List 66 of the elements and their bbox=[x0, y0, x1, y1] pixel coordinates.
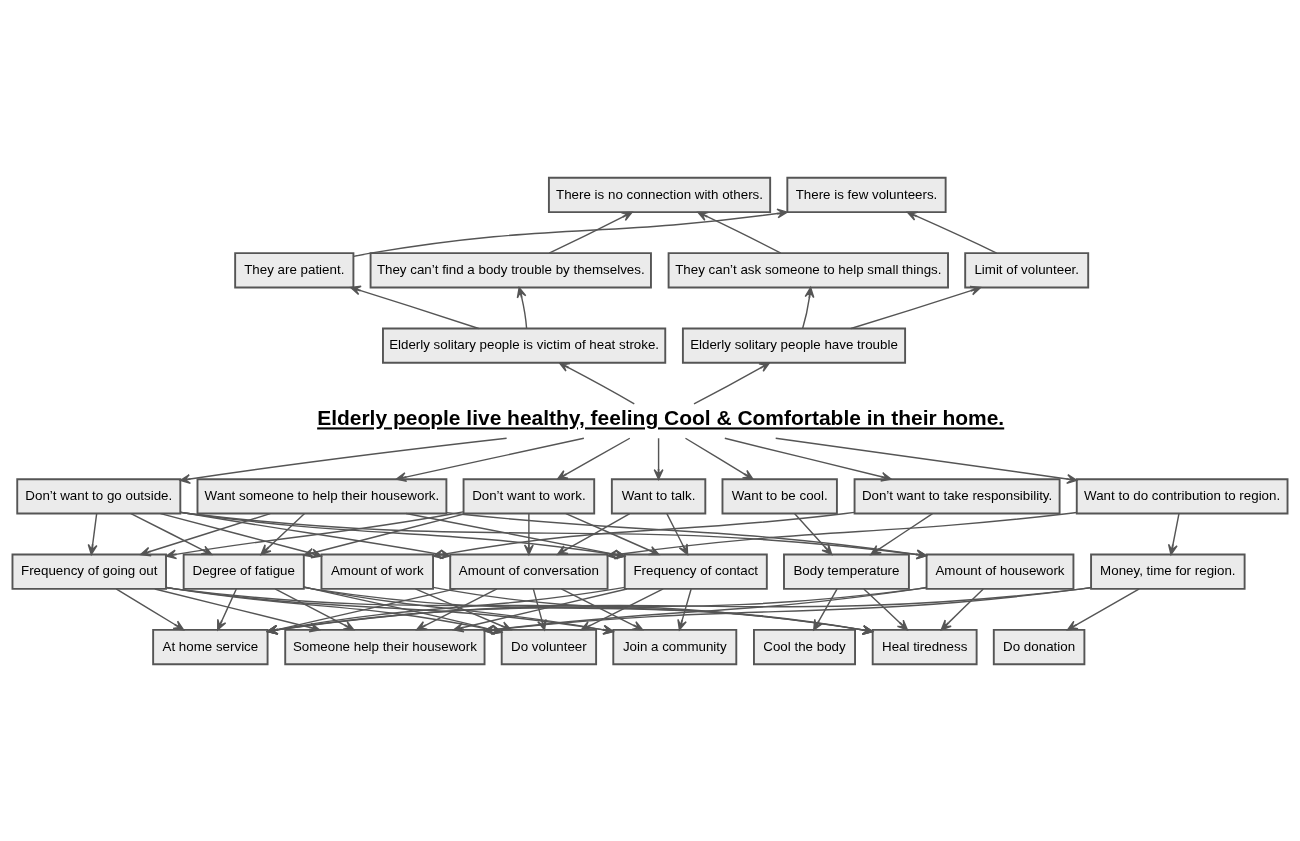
arrow bbox=[432, 586, 874, 635]
arrow bbox=[863, 587, 909, 631]
arrow bbox=[350, 285, 480, 329]
arrow bbox=[813, 587, 838, 631]
node-box: There is few volunteers. bbox=[786, 176, 947, 213]
arrow bbox=[516, 286, 528, 329]
node-box: Elderly solitary people is victim of heat stroke. bbox=[382, 327, 667, 364]
arrow bbox=[560, 587, 644, 631]
node-box: Amount of work bbox=[320, 553, 434, 590]
node-text: Elderly people live healthy, feeling Cool & Comfortable in their home. bbox=[317, 405, 1005, 429]
node-box: Amount of housework bbox=[925, 553, 1075, 590]
node-box: Join a community bbox=[612, 628, 738, 665]
arrow bbox=[677, 587, 692, 631]
arrow bbox=[870, 512, 934, 555]
arrow bbox=[906, 210, 998, 254]
arrow bbox=[558, 361, 635, 404]
arrow bbox=[775, 436, 1078, 484]
arrow bbox=[523, 512, 534, 555]
node-box: Want someone to help their housework. bbox=[196, 477, 448, 514]
arrow bbox=[580, 587, 664, 631]
node-box: Don’t want to go outside. bbox=[16, 477, 182, 514]
arrow bbox=[179, 436, 508, 484]
arrow bbox=[693, 361, 771, 404]
node-box: Do volunteer bbox=[500, 628, 598, 665]
node-box: They are patient. bbox=[234, 251, 355, 288]
arrow bbox=[556, 512, 631, 555]
arrow bbox=[217, 587, 238, 631]
arrow bbox=[556, 437, 631, 480]
node-box: Frequency of going out bbox=[11, 553, 167, 590]
node-box: Want to talk. bbox=[610, 477, 707, 514]
arrow bbox=[793, 512, 833, 555]
arrow bbox=[483, 586, 1092, 635]
arrow bbox=[260, 512, 306, 555]
arrow bbox=[483, 586, 927, 635]
node-box: Elderly solitary people have trouble bbox=[681, 327, 907, 364]
arrow bbox=[1066, 587, 1140, 631]
arrow bbox=[653, 437, 664, 480]
node-box: They can’t find a body trouble by themselves. bbox=[369, 251, 652, 288]
node-box: Frequency of contact bbox=[623, 553, 768, 590]
node-box: They can’t ask someone to help small things. bbox=[667, 251, 949, 288]
arrow bbox=[548, 211, 633, 254]
arrow bbox=[395, 437, 585, 482]
node-box: Limit of volunteer. bbox=[964, 251, 1090, 288]
node-box: Amount of conversation bbox=[449, 553, 609, 590]
node-box: Degree of fatigue bbox=[182, 553, 305, 590]
node-box: Money, time for region. bbox=[1090, 553, 1246, 590]
node-box: Cool the body bbox=[753, 628, 856, 665]
node-box: There is no connection with others. bbox=[547, 176, 772, 213]
arrow bbox=[115, 587, 185, 631]
node-box: Don’t want to take responsibility. bbox=[853, 477, 1061, 514]
arrow bbox=[940, 587, 984, 631]
arrow bbox=[87, 512, 98, 555]
node-box: Body temperature bbox=[783, 553, 910, 590]
arrow bbox=[801, 286, 815, 329]
node-box: Don’t want to work. bbox=[462, 477, 596, 514]
node-box: Want to be cool. bbox=[721, 477, 838, 514]
arrow bbox=[684, 437, 754, 480]
node-box: At home service bbox=[152, 628, 269, 665]
arrow bbox=[850, 285, 982, 329]
arrow bbox=[1167, 512, 1180, 555]
node-box: Heal tiredness bbox=[871, 628, 978, 665]
node-box: Do donation bbox=[992, 628, 1086, 665]
node-box: Want to do contribution to region. bbox=[1075, 477, 1289, 514]
arrow bbox=[416, 587, 498, 631]
arrow bbox=[724, 437, 892, 482]
node-box: Someone help their housework bbox=[284, 628, 486, 665]
